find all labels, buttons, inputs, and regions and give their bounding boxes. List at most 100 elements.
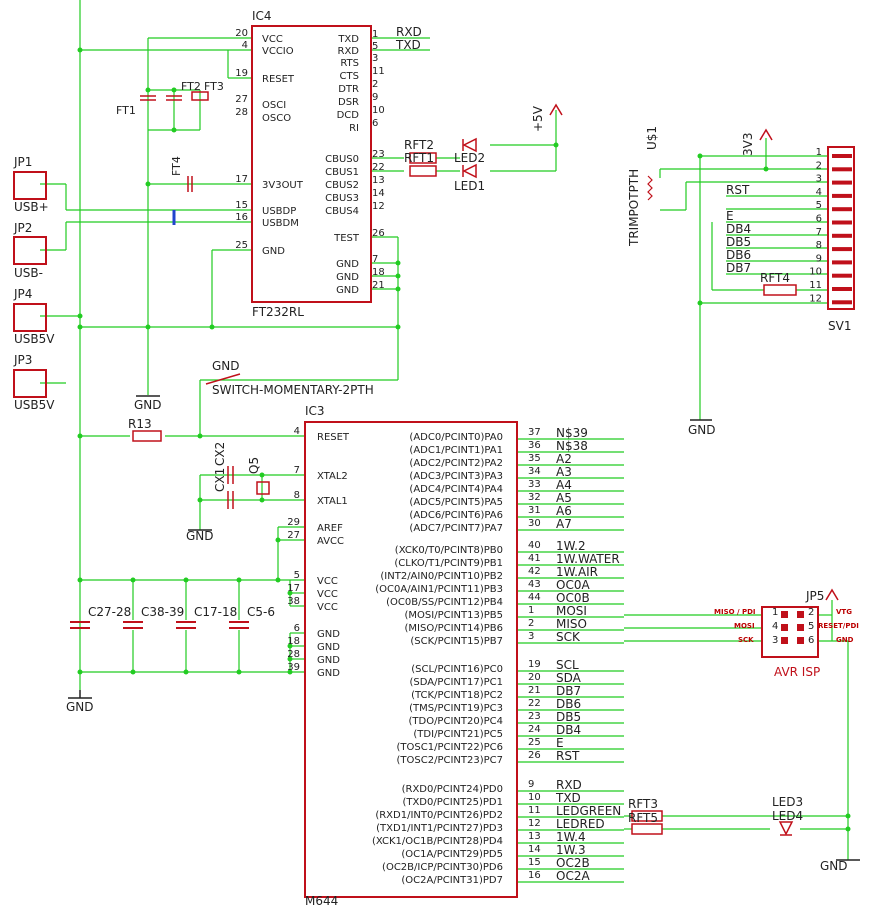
ic3-pin-name: (MISO/PCINT14)PB6 xyxy=(405,623,504,634)
sv1-pin-num: 1 xyxy=(816,147,822,158)
ic4-pin-name: GND xyxy=(336,285,359,296)
ic3-pin-num: 11 xyxy=(528,805,541,816)
ic3-pin-name: (XCK0/T0/PCINT8)PB0 xyxy=(395,545,503,556)
ic4-pin-name: GND xyxy=(336,259,359,270)
ic4-pin-name: RESET xyxy=(262,74,295,85)
ic3-net-label: 1W.AIR xyxy=(556,565,598,579)
ic3-pin-num: 2 xyxy=(528,618,534,629)
ic3-net-label: LEDRED xyxy=(556,817,605,831)
ic3-pin-name: (TDO/PCINT20)PC4 xyxy=(408,716,503,727)
ic3-pin-num: 16 xyxy=(528,870,541,881)
ic3-net-label: 1W.WATER xyxy=(556,552,620,566)
sv1-pad xyxy=(832,193,852,198)
ft1-label: FT1 xyxy=(116,104,136,117)
jp1-label: USB+ xyxy=(14,200,49,214)
ic3-pin-name: (OC2B/ICP/PCINT30)PD6 xyxy=(382,862,503,873)
sv1-pad xyxy=(832,260,852,265)
isp-num-5: 5 xyxy=(808,621,814,632)
ic3-net-label: OC0B xyxy=(556,591,590,605)
ic4-pin-name: OSCO xyxy=(262,113,291,124)
ic3-pin-num: 9 xyxy=(528,779,534,790)
ic3-pin-name: (TOSC2/PCINT23)PC7 xyxy=(397,755,504,766)
rft2-label: RFT2 xyxy=(404,138,434,152)
misc-labels: GND SWITCH-MOMENTARY-2PTH GND R13 CX1 CX… xyxy=(66,359,374,714)
ic4-pin-name: USBDP xyxy=(262,206,296,217)
ic3-net-label: A2 xyxy=(556,452,572,466)
ic3-pin-name: (OC0A/AIN1/PCINT11)PB3 xyxy=(375,584,503,595)
ic3-pin-num: 33 xyxy=(528,479,541,490)
rft1-label: RFT1 xyxy=(404,151,434,165)
ic3-pin-name: (XCK1/OC1B/PCINT28)PD4 xyxy=(372,836,503,847)
ic3-pin-name: GND xyxy=(317,642,340,653)
ic4-pin-name: CBUS2 xyxy=(325,180,359,191)
ic4-body xyxy=(251,25,372,303)
jp2-label: USB- xyxy=(14,266,43,280)
sv1-pin-num: 11 xyxy=(809,280,822,291)
sv1-pin-num: 5 xyxy=(816,200,822,211)
ic3-pin-num: 7 xyxy=(294,465,300,476)
ic4-pin-num: 9 xyxy=(372,92,378,103)
ic3-net-label: OC2B xyxy=(556,856,590,870)
ic3-pin-name: (CLKO/T1/PCINT9)PB1 xyxy=(394,558,503,569)
ic3-pin-name: (TDI/PCINT21)PC5 xyxy=(413,729,503,740)
gnd-label-1: GND xyxy=(134,398,162,412)
u1-label: U$1 xyxy=(645,126,659,150)
ic3-net-label: 1W.2 xyxy=(556,539,586,553)
cap-label-3: C17-18 xyxy=(194,605,237,619)
rft3-body xyxy=(631,810,663,822)
ic3-pin-name: VCC xyxy=(317,589,338,600)
ic3-pin-name: VCC xyxy=(317,602,338,613)
ic4-pin-name: CBUS3 xyxy=(325,193,359,204)
gnd-label-2: GND xyxy=(186,529,214,543)
ic4-pin-name: RI xyxy=(349,123,359,134)
ic3-pin-name: AVCC xyxy=(317,536,344,547)
isp-num-3: 3 xyxy=(772,635,778,646)
ic3-pin-num: 5 xyxy=(294,570,300,581)
cap-label-1: C27-28 xyxy=(88,605,131,619)
ic4-pin-num: 26 xyxy=(372,228,385,239)
led3-label: LED3 xyxy=(772,795,803,809)
ic3-pin-num: 1 xyxy=(528,605,534,616)
ic3-pin-num: 30 xyxy=(528,518,541,529)
ic4-pin-name: GND xyxy=(262,246,285,257)
jp3-box xyxy=(13,369,47,398)
ic3-pin-num: 6 xyxy=(294,623,300,634)
ic3-pin-num: 26 xyxy=(528,750,541,761)
ic4-pin-num: 28 xyxy=(235,107,248,118)
ic4-pin-num: 25 xyxy=(235,240,248,251)
rft4-body xyxy=(763,284,797,296)
ic3-pin-num: 29 xyxy=(287,517,300,528)
ic4-pin-name: TXD xyxy=(337,34,359,45)
ic3-pin-num: 18 xyxy=(287,636,300,647)
ic4-pin-num: 13 xyxy=(372,175,385,186)
gnd-symbols xyxy=(68,395,860,861)
net-rxd-ic4: RXD xyxy=(396,25,422,39)
rft1-body xyxy=(409,165,437,177)
ic3-net-label: DB5 xyxy=(556,710,581,724)
led2-label: LED2 xyxy=(454,151,485,165)
sv1-pin-num: 12 xyxy=(809,293,822,304)
ic3-pin-num: 24 xyxy=(528,724,541,735)
ic4-pin-num: 22 xyxy=(372,162,385,173)
ic3-pin-num: 40 xyxy=(528,540,541,551)
ic3-pin-name: (OC1A/PCINT29)PD5 xyxy=(401,849,503,860)
isp-pin-mosi: MOSI xyxy=(734,622,755,630)
ic4-pin-num: 10 xyxy=(372,105,385,116)
sv1-pin-num: 6 xyxy=(816,214,822,225)
ic4-pin-num: 1 xyxy=(372,29,378,40)
sv1-pad xyxy=(832,180,852,185)
ic3-pin-num: 4 xyxy=(294,426,300,437)
ic4-pin-name: DCD xyxy=(337,110,360,121)
rft2-body xyxy=(409,152,437,164)
ic3-pin-name: (ADC5/PCINT5)PA5 xyxy=(409,497,503,508)
ic3-pin-num: 21 xyxy=(528,685,541,696)
ic4-pin-name: 3V3OUT xyxy=(262,180,304,191)
ic3-pin-num: 14 xyxy=(528,844,541,855)
ic3-net-label: E xyxy=(556,736,564,750)
led1-label: LED1 xyxy=(454,179,485,193)
ic4-pin-name: DSR xyxy=(338,97,359,108)
ic4-pin-num: 7 xyxy=(372,254,378,265)
jp3-label: USB5V xyxy=(14,398,55,412)
rft4-label: RFT4 xyxy=(760,271,790,285)
ic3-pin-num: 23 xyxy=(528,711,541,722)
